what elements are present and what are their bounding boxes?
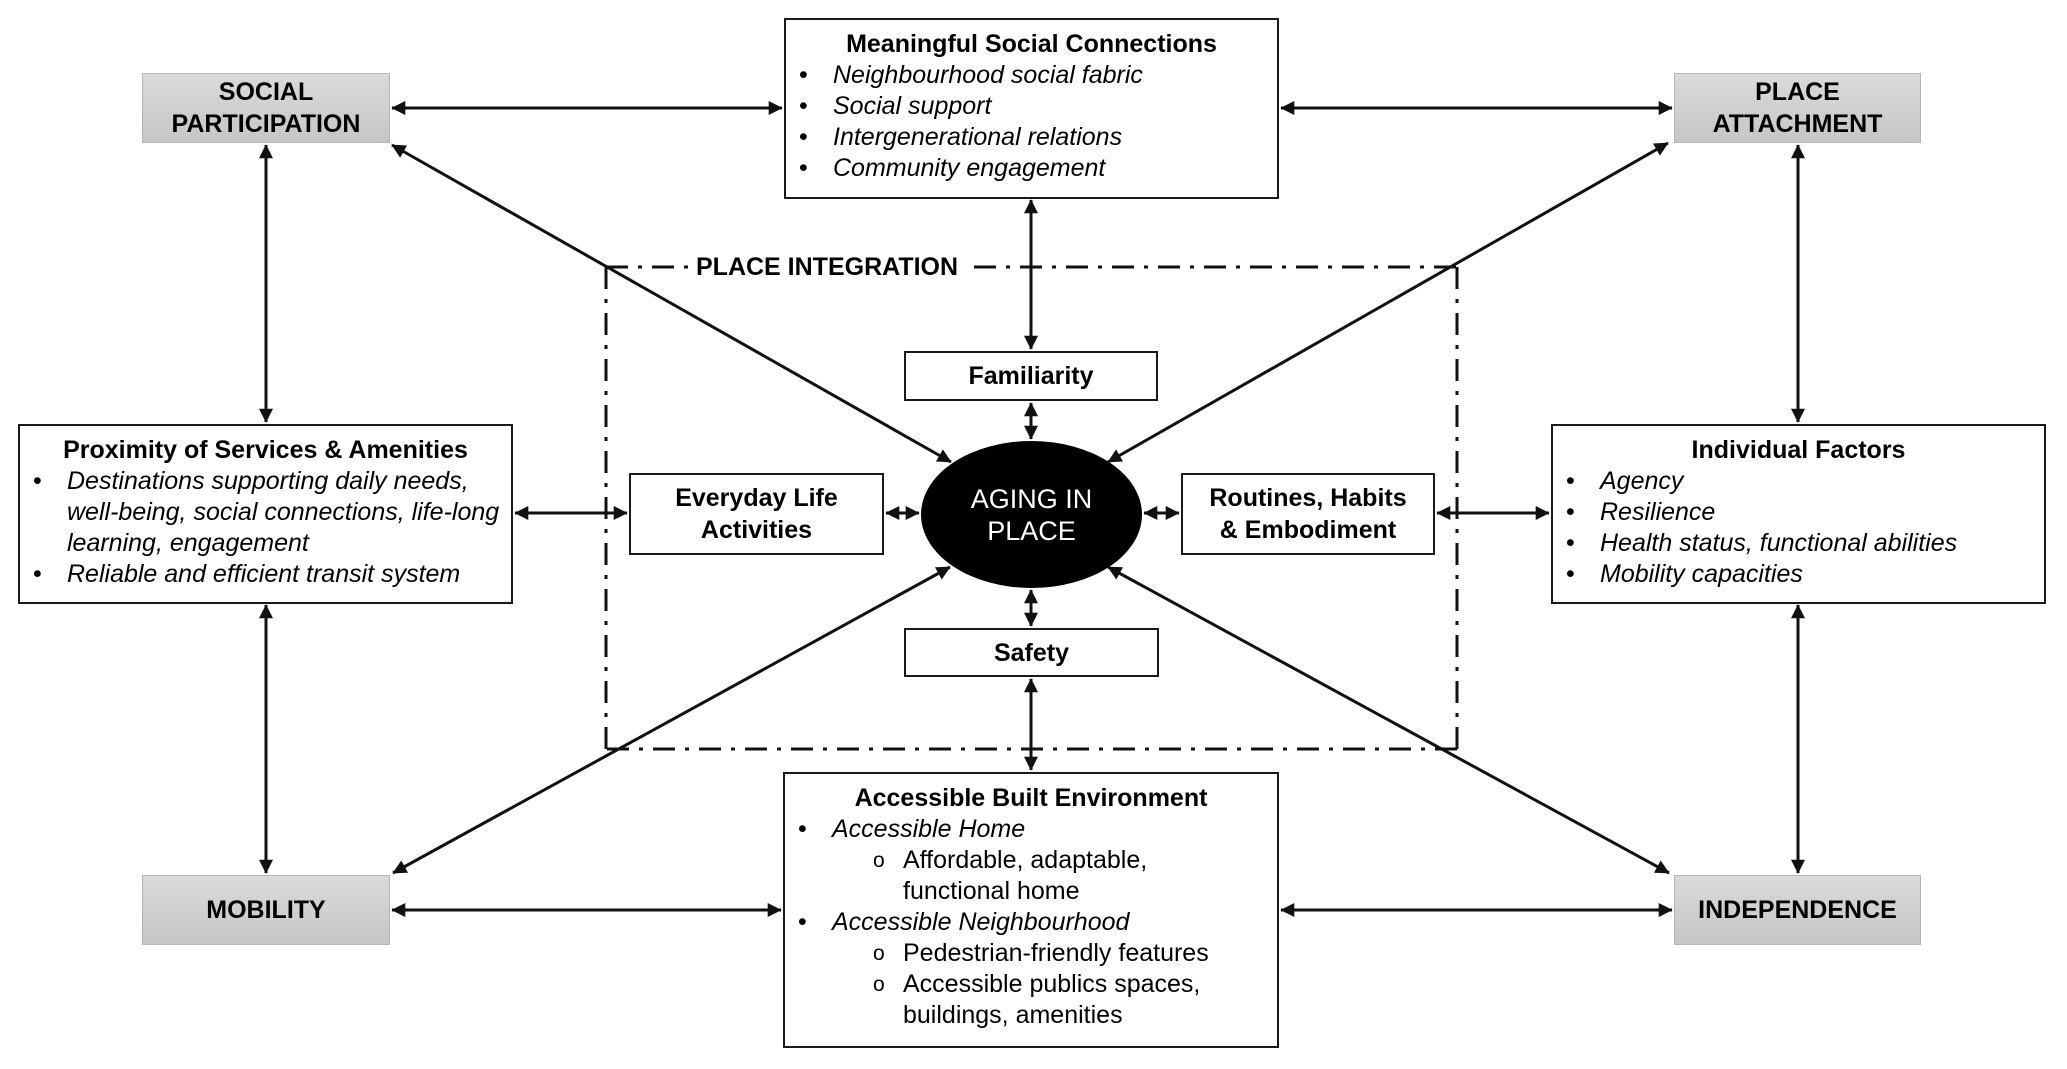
arrow-place-attachment-center <box>1107 141 1669 464</box>
mobility-label: MOBILITY <box>206 896 326 924</box>
built-environment-group-label: Accessible Neighbourhood <box>832 908 1130 936</box>
place-attachment-line2: ATTACHMENT <box>1712 110 1883 138</box>
individual-factors-title: Individual Factors <box>1691 436 1906 464</box>
social-connections-item: Community engagement <box>786 153 1277 184</box>
arrow-independence-center <box>1107 565 1670 875</box>
familiarity-label: Familiarity <box>968 362 1094 390</box>
aging-in-place-line2: PLACE <box>987 515 1076 546</box>
safety-box: Safety <box>904 628 1159 677</box>
social-connections-item: Social support <box>786 91 1277 122</box>
built-environment-subitem: Accessible publics spaces, buildings, am… <box>785 969 1277 1031</box>
proximity-box: Proximity of Services & Amenities Destin… <box>18 424 513 604</box>
proximity-list: Destinations supporting daily needs, wel… <box>20 466 511 590</box>
built-environment-box: Accessible Built Environment Accessible … <box>783 772 1279 1048</box>
routines-line2: & Embodiment <box>1219 516 1397 544</box>
social-connections-item: Neighbourhood social fabric <box>786 60 1277 91</box>
individual-factors-item: Mobility capacities <box>1553 559 2044 590</box>
individual-factors-item: Health status, functional abilities <box>1553 528 2044 559</box>
independence-label: INDEPENDENCE <box>1698 896 1897 924</box>
arrow-mobility-center <box>392 565 951 875</box>
social-connections-title: Meaningful Social Connections <box>846 30 1217 58</box>
social-connections-list: Neighbourhood social fabric Social suppo… <box>786 60 1277 184</box>
built-environment-sublist: Affordable, adaptable, functional home <box>785 845 1277 907</box>
everyday-life-line2: Activities <box>700 516 813 544</box>
built-environment-list: Accessible Home Affordable, adaptable, f… <box>785 814 1277 1031</box>
routines-line1: Routines, Habits <box>1209 484 1407 512</box>
individual-factors-list: Agency Resilience Health status, functio… <box>1553 466 2044 590</box>
social-participation-line2: PARTICIPATION <box>171 110 361 138</box>
place-attachment-node: PLACE ATTACHMENT <box>1674 73 1921 143</box>
individual-factors-item: Agency <box>1553 466 2044 497</box>
everyday-life-box: Everyday Life Activities <box>629 473 884 555</box>
familiarity-box: Familiarity <box>904 351 1158 401</box>
built-environment-subitem: Pedestrian-friendly features <box>785 938 1277 969</box>
built-environment-sublist: Pedestrian-friendly features Accessible … <box>785 938 1277 1031</box>
built-environment-subitem: Affordable, adaptable, functional home <box>785 845 1277 907</box>
built-environment-group: Accessible Neighbourhood Pedestrian-frie… <box>785 907 1277 1031</box>
everyday-life-line1: Everyday Life <box>675 484 838 512</box>
proximity-item: Reliable and efficient transit system <box>20 559 503 590</box>
independence-node: INDEPENDENCE <box>1674 875 1921 945</box>
safety-label: Safety <box>993 638 1070 667</box>
proximity-title: Proximity of Services & Amenities <box>63 436 468 464</box>
place-integration-label: PLACE INTEGRATION <box>690 252 965 282</box>
routines-box: Routines, Habits & Embodiment <box>1181 473 1435 555</box>
individual-factors-box: Individual Factors Agency Resilience Hea… <box>1551 424 2046 604</box>
aging-in-place-line1: AGING IN <box>970 483 1093 514</box>
place-attachment-line1: PLACE <box>1755 78 1840 106</box>
built-environment-group-label: Accessible Home <box>832 815 1026 843</box>
social-participation-line1: SOCIAL <box>218 78 314 106</box>
aging-in-place-node: AGING IN PLACE <box>921 441 1142 588</box>
arrow-social-participation-center <box>391 143 952 464</box>
social-connections-item: Intergenerational relations <box>786 122 1277 153</box>
built-environment-group: Accessible Home Affordable, adaptable, f… <box>785 814 1277 907</box>
social-connections-box: Meaningful Social Connections Neighbourh… <box>784 18 1279 199</box>
individual-factors-item: Resilience <box>1553 497 2044 528</box>
social-participation-node: SOCIAL PARTICIPATION <box>142 73 390 143</box>
mobility-node: MOBILITY <box>142 875 390 945</box>
built-environment-title: Accessible Built Environment <box>854 784 1208 812</box>
proximity-item: Destinations supporting daily needs, wel… <box>20 466 503 559</box>
